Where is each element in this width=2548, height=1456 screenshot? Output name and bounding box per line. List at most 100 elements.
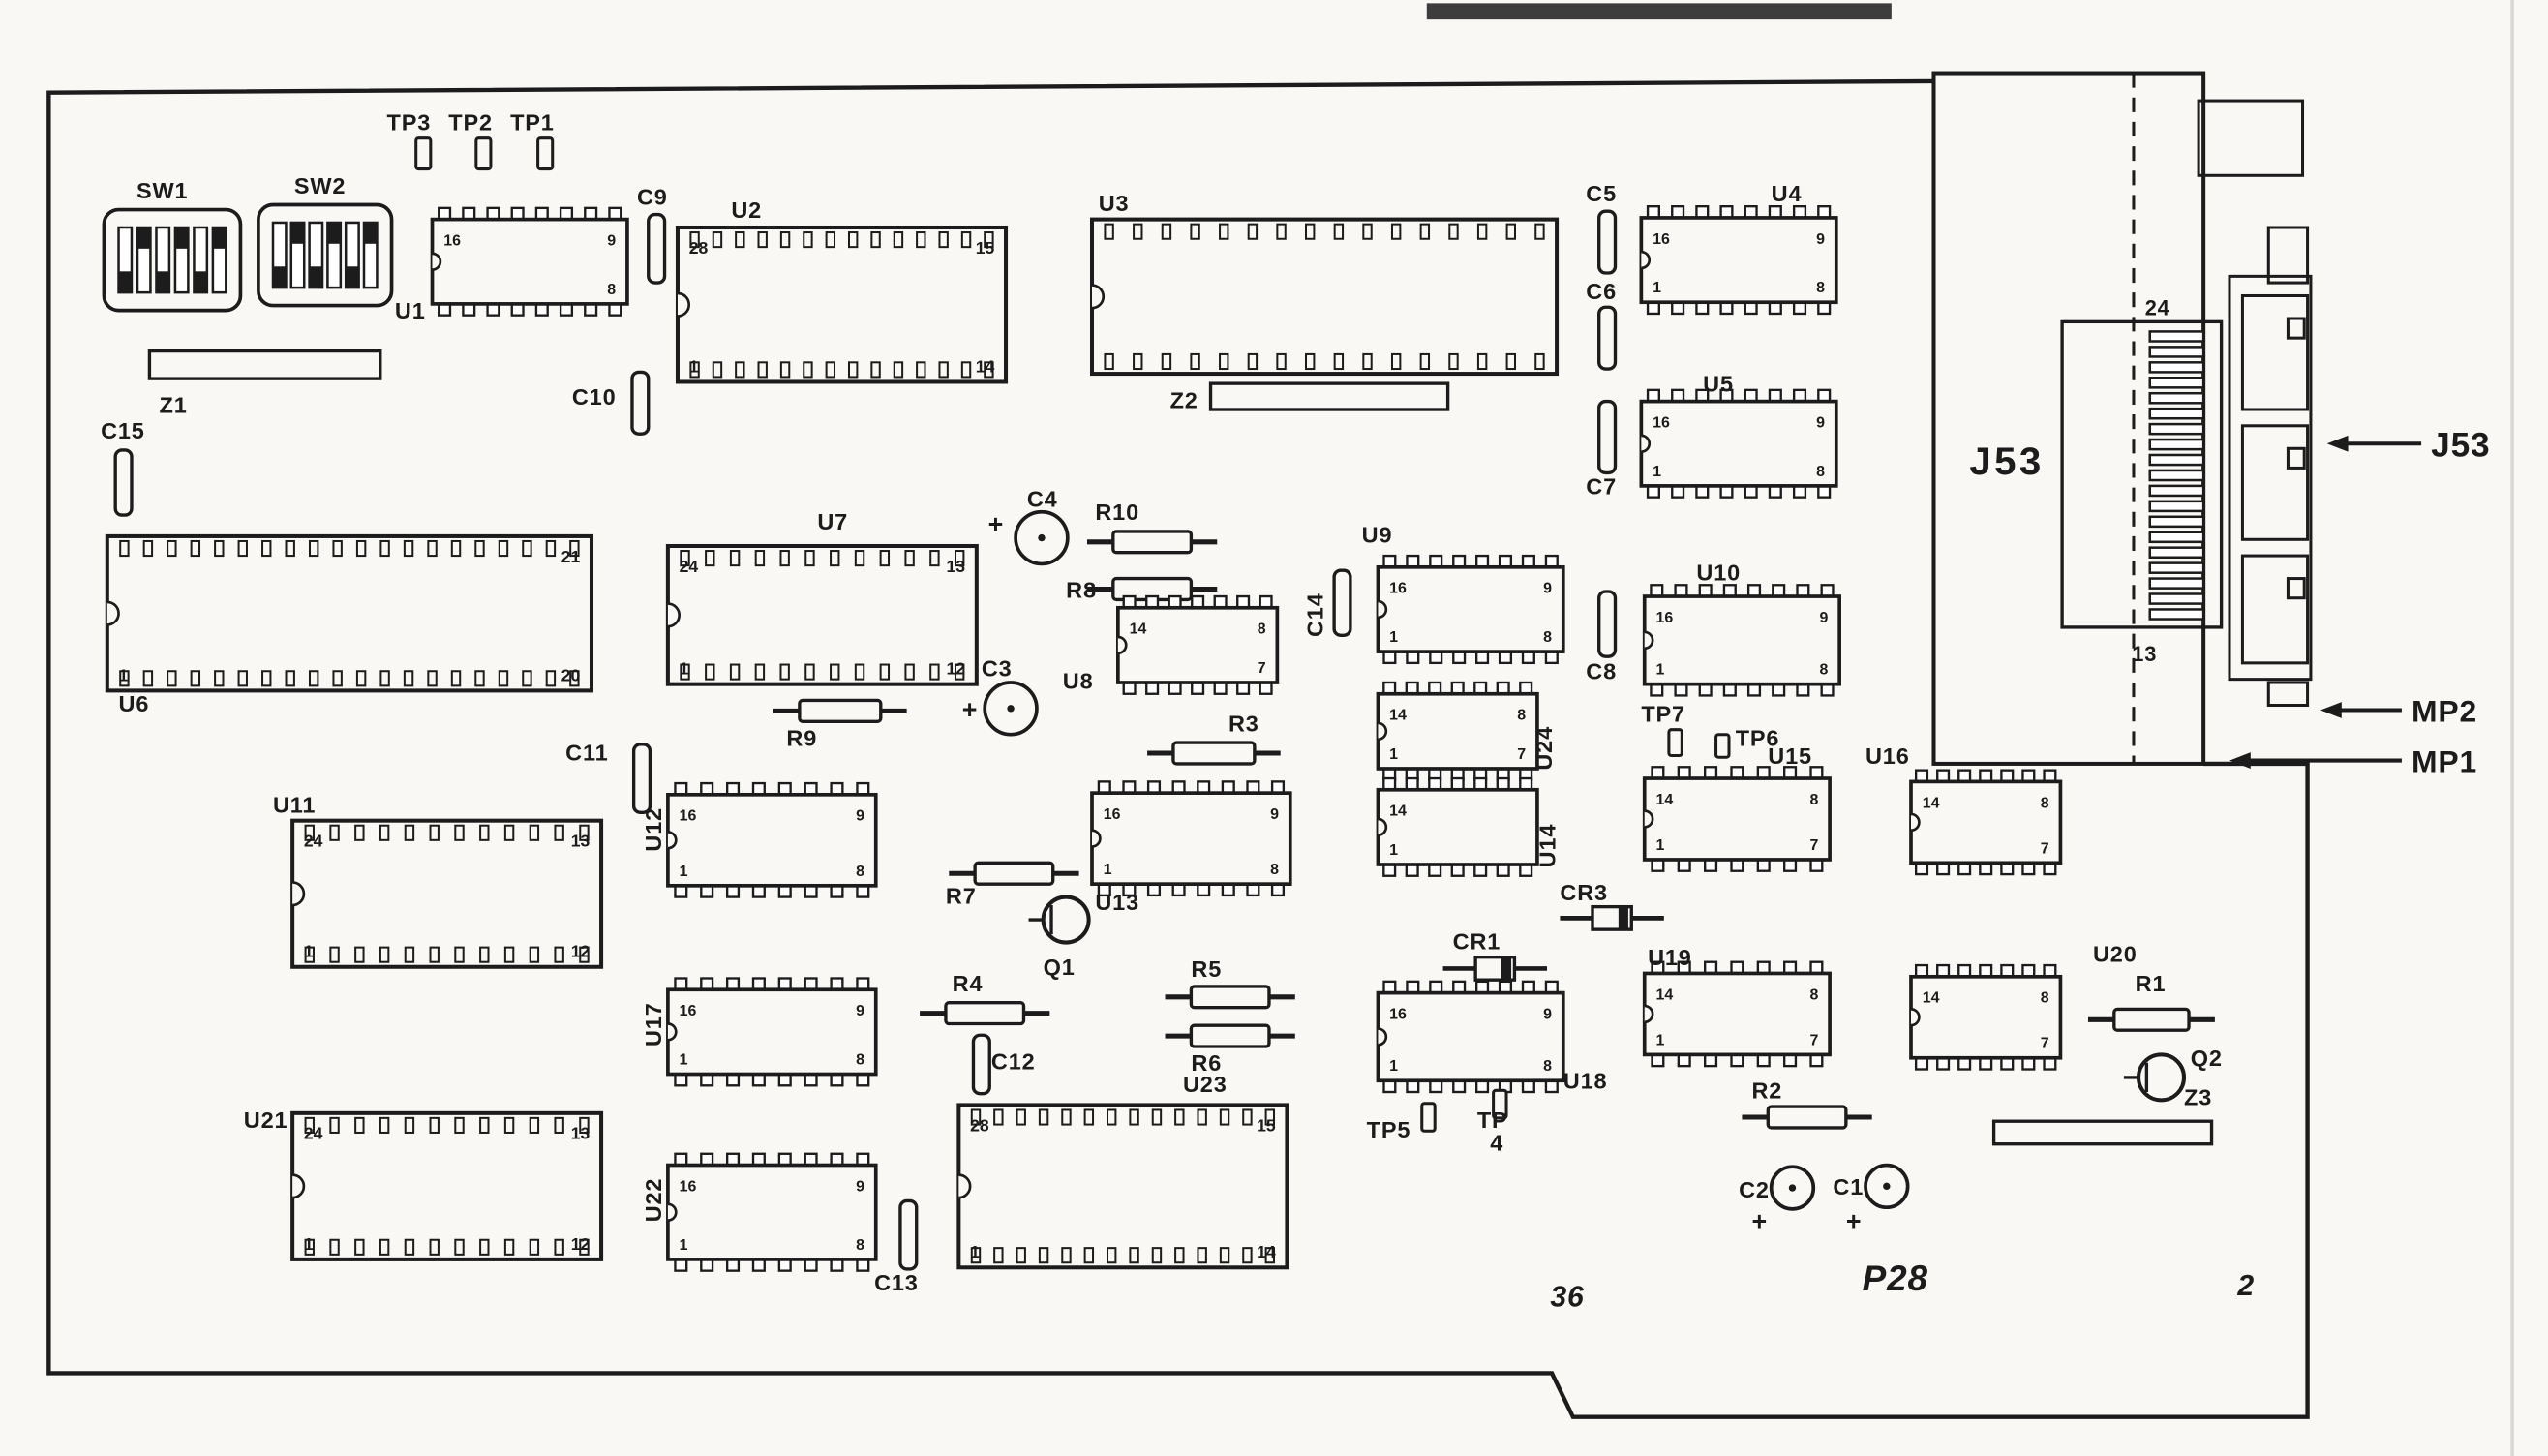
pin1-notch [667,1202,678,1222]
pin-tick [354,1116,365,1134]
switch-handle [273,266,287,288]
label-c10: C10 [572,384,617,410]
label-tp6: TP6 [1736,725,1780,750]
label-r5: R5 [1191,956,1222,982]
pin-number: 14 [1923,795,1940,811]
pin-tick [522,670,532,687]
pin-tick [454,1116,465,1134]
pin-number: 14 [1389,804,1407,820]
annotation-p28: P28 [1863,1259,1927,1298]
pin-tick [1174,1247,1185,1264]
pin-tick [579,824,590,841]
pin-number: 16 [680,808,697,825]
test-point-pad [414,136,433,171]
pin-tick [554,1116,564,1134]
capacitor-body [647,212,667,285]
capacitor-center-dot [1883,1182,1891,1191]
pin-tick [479,1116,490,1134]
pin-number: 1 [1655,662,1664,679]
pin-tick [1190,352,1200,371]
pin-tick [1448,223,1459,240]
capacitor-c5: C5 [1586,181,1618,275]
ic-body [665,543,979,686]
connector-pin-tooth [2148,608,2205,621]
switch-handle [174,228,189,249]
label-u15: U15 [1768,743,1812,769]
label-u14: U14 [1534,824,1560,868]
pin-tick [1242,1108,1253,1126]
pin-number: 16 [680,1003,697,1019]
pin-tick [1161,223,1172,240]
label-u3: U3 [1099,191,1130,216]
pin1-notch [1644,1004,1654,1024]
transistor-can [2136,1052,2187,1103]
pin-tick [429,1116,440,1134]
pin-tick [190,539,201,558]
pin-tick [929,663,940,681]
pin-tick [830,663,840,681]
pin-tick [554,824,564,841]
label-q1: Q1 [1044,955,1076,980]
pin-tick [825,361,836,379]
scan-artifact [1426,3,1892,20]
pin-number: 1 [680,864,688,880]
capacitor-c10: C10 [572,370,651,436]
capacitor-body [1597,209,1618,275]
pin-tick [954,550,965,567]
pin-tick [1190,223,1200,240]
capacitor-center-dot [1038,533,1046,542]
pin-tick [404,824,415,841]
pin-tick [916,361,926,379]
capacitor-c6: C6 [1586,279,1618,371]
label-u21: U21 [244,1107,288,1133]
pin-tick [689,231,700,249]
label-u7: U7 [817,509,848,534]
annotation-j53: J53 [2326,427,2490,465]
capacitor-c8: C8 [1586,590,1618,684]
callout-text: MP1 [2412,743,2477,778]
pin-tick [498,539,509,558]
ic-body [675,225,1009,384]
pin1-notch [1910,812,1921,833]
test-point-tp3: TP3 [387,109,433,171]
pin-tick [503,824,515,841]
pin-number: 8 [1258,622,1266,638]
pin-tick [854,550,865,567]
pin-tick [984,231,994,249]
pin1-notch [1910,1008,1921,1027]
capacitor-body [113,448,134,517]
label-u10: U10 [1696,560,1741,585]
pin-tick [1362,223,1373,240]
ic-body [666,987,878,1077]
resistor-body [944,1001,1026,1026]
label-z1: Z1 [160,392,188,417]
connector-pin-row-outline [2060,319,2224,629]
pin-tick [960,231,972,249]
pin-tick [142,539,154,558]
test-point-tp1: TP1 [510,109,555,171]
label-c6: C6 [1586,279,1617,304]
pin-tick [1333,352,1345,371]
pin-tick [705,663,715,681]
pin1-notch [292,1173,306,1199]
pin-tick [1104,223,1114,240]
label-u18: U18 [1563,1069,1608,1094]
pin-tick [237,539,248,558]
switch-handle [290,222,305,244]
label-tp3: TP3 [387,109,432,135]
bracket-part [2197,99,2305,177]
pin-tick [1038,1247,1049,1264]
pin-tick [1505,223,1516,240]
pin-tick [1174,1108,1185,1126]
pin-number: 7 [1809,837,1818,854]
pin-number: 1 [680,1051,688,1068]
bracket-part [2266,681,2310,708]
jumper-block-z2: Z2 [1170,381,1450,412]
pin-tick [261,539,272,558]
pin-tick [429,1238,440,1256]
pin1-notch [1378,721,1388,742]
